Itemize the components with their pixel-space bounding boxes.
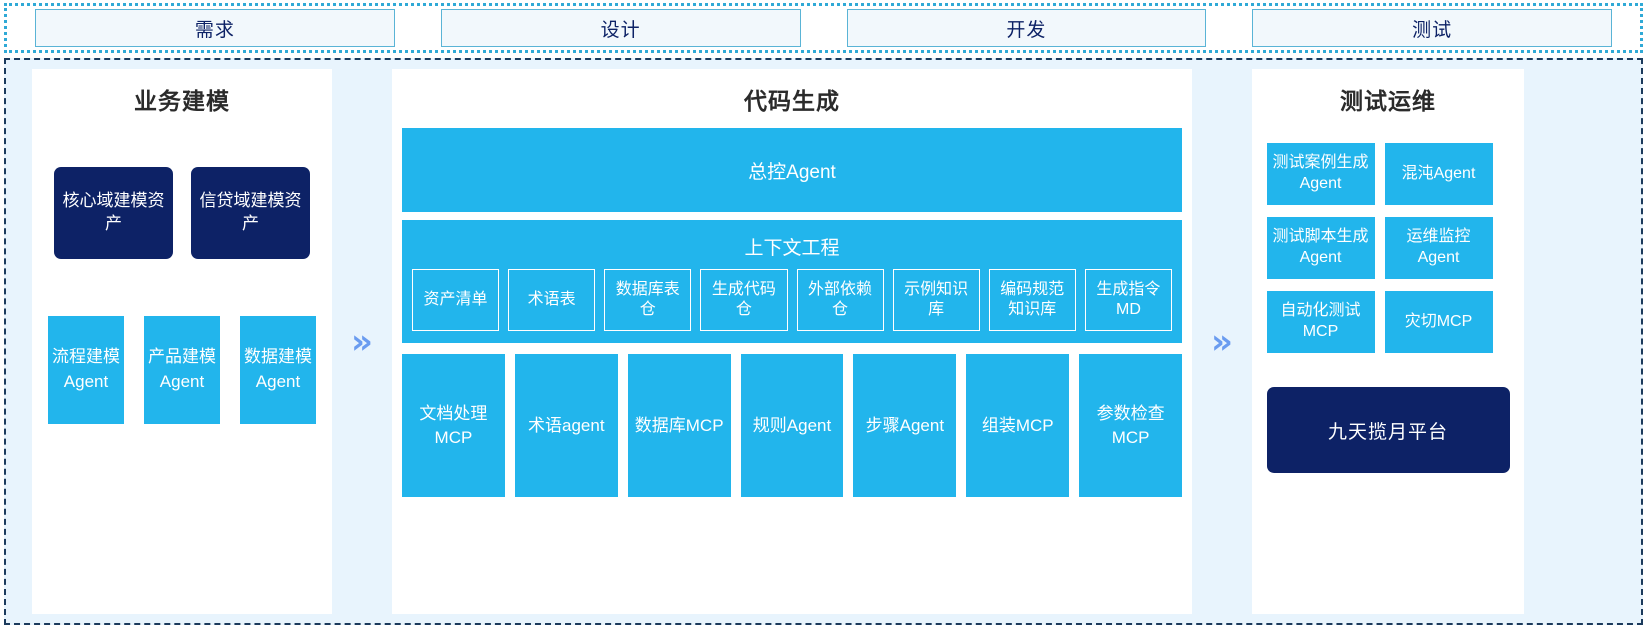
tool-row: 文档处理MCP 术语agent 数据库MCP 规则Agent 步骤Agent 组… <box>402 354 1183 497</box>
context-item-label: 生成代码仓 <box>711 281 776 318</box>
context-engineering-block: 上下文工程 资产清单 术语表 数据库表仓 生成代码仓 外部依赖仓 示例知识库 编… <box>402 220 1182 343</box>
context-item-coding-standard-knowledge-base[interactable]: 编码规范知识库 <box>988 269 1076 331</box>
platform-card-jiutian-lanyue[interactable]: 九天揽月平台 <box>1266 387 1510 473</box>
panel-code-generation: 代码生成 总控Agent 上下文工程 资产清单 术语表 数据库表仓 生成代码仓 … <box>392 69 1192 614</box>
test-operations-grid: 测试案例生成Agent 混沌Agent 测试脚本生成Agent 运维监控Agen… <box>1266 143 1510 353</box>
test-item-label: 灾切MCP <box>1404 312 1473 330</box>
test-item-label: 运维监控Agent <box>1406 228 1471 266</box>
test-item-label: 混沌Agent <box>1401 164 1476 182</box>
operations-monitoring-agent[interactable]: 运维监控Agent <box>1384 217 1493 279</box>
agent-data-modeling[interactable]: 数据建模Agent <box>240 316 316 424</box>
stage-label: 需求 <box>194 19 235 41</box>
master-agent-label: 总控Agent <box>748 161 836 183</box>
double-chevron-right-icon: » <box>1211 321 1233 362</box>
context-item-db-table-repo[interactable]: 数据库表仓 <box>604 269 692 331</box>
context-item-label: 生成指令MD <box>1096 281 1161 318</box>
context-item-label: 外部依赖仓 <box>808 281 873 318</box>
test-item-label: 测试案例生成Agent <box>1272 154 1369 192</box>
context-engineering-title: 上下文工程 <box>744 238 840 259</box>
stage-label: 设计 <box>600 19 641 41</box>
tool-label: 规则Agent <box>752 415 832 435</box>
code-generation-content: 总控Agent 上下文工程 资产清单 术语表 数据库表仓 生成代码仓 外部依赖仓… <box>402 128 1183 497</box>
context-item-label: 数据库表仓 <box>615 281 680 318</box>
agent-label: 流程建模Agent <box>52 347 120 391</box>
test-script-generation-agent[interactable]: 测试脚本生成Agent <box>1266 217 1375 279</box>
tool-database-mcp[interactable]: 数据库MCP <box>627 354 731 497</box>
context-item-label: 资产清单 <box>423 291 488 308</box>
context-item-label: 编码规范知识库 <box>1000 281 1065 318</box>
context-item-glossary[interactable]: 术语表 <box>508 269 596 331</box>
agent-label: 数据建模Agent <box>244 347 312 391</box>
context-item-label: 术语表 <box>527 291 576 308</box>
context-item-asset-list[interactable]: 资产清单 <box>412 269 500 331</box>
stage-box-requirements[interactable]: 需求 <box>35 9 395 47</box>
flow-arrow-left: » <box>332 69 392 614</box>
stage-box-testing[interactable]: 测试 <box>1252 9 1612 47</box>
stage-strip: 需求 设计 开发 测试 <box>4 3 1643 53</box>
tool-rule-agent[interactable]: 规则Agent <box>740 354 844 497</box>
panel-title-test-operations: 测试运维 <box>1340 88 1436 114</box>
business-asset-group: 核心域建模资产 信贷域建模资产 <box>54 167 310 259</box>
panel-business-modeling: 业务建模 核心域建模资产 信贷域建模资产 流程建模Agent 产品建模Agent… <box>32 69 332 614</box>
tool-parameter-check-mcp[interactable]: 参数检查MCP <box>1079 354 1183 497</box>
tool-label: 术语agent <box>528 415 605 435</box>
context-item-generated-code-repo[interactable]: 生成代码仓 <box>700 269 788 331</box>
context-item-row: 资产清单 术语表 数据库表仓 生成代码仓 外部依赖仓 示例知识库 编码规范知识库… <box>412 269 1172 331</box>
context-item-label: 示例知识库 <box>904 281 969 318</box>
panel-title-code-generation: 代码生成 <box>744 88 840 114</box>
test-case-generation-agent[interactable]: 测试案例生成Agent <box>1266 143 1375 205</box>
context-item-external-dependency-repo[interactable]: 外部依赖仓 <box>796 269 884 331</box>
tool-document-processing-mcp[interactable]: 文档处理MCP <box>402 354 505 497</box>
tool-label: 数据库MCP <box>634 415 724 435</box>
stage-box-development[interactable]: 开发 <box>846 9 1207 47</box>
test-item-label: 测试脚本生成Agent <box>1272 228 1369 266</box>
tool-label: 文档处理MCP <box>419 403 488 447</box>
context-item-generation-instruction-md[interactable]: 生成指令MD <box>1084 269 1172 331</box>
panel-test-operations: 测试运维 测试案例生成Agent 混沌Agent 测试脚本生成Agent 运维监… <box>1252 69 1524 614</box>
agent-process-modeling[interactable]: 流程建模Agent <box>48 316 124 424</box>
tool-glossary-agent[interactable]: 术语agent <box>514 354 618 497</box>
test-item-label: 自动化测试MCP <box>1280 302 1361 340</box>
asset-card-core-domain[interactable]: 核心域建模资产 <box>54 167 173 259</box>
disaster-switch-mcp[interactable]: 灾切MCP <box>1384 291 1493 353</box>
context-item-example-knowledge-base[interactable]: 示例知识库 <box>892 269 980 331</box>
master-agent-bar[interactable]: 总控Agent <box>402 128 1182 212</box>
stage-box-design[interactable]: 设计 <box>440 9 801 47</box>
chaos-agent[interactable]: 混沌Agent <box>1384 143 1493 205</box>
flow-arrow-right: » <box>1192 69 1252 614</box>
tool-label: 参数检查MCP <box>1096 403 1165 447</box>
tool-assembly-mcp[interactable]: 组装MCP <box>966 354 1070 497</box>
agent-label: 产品建模Agent <box>148 347 216 391</box>
tool-label: 组装MCP <box>981 415 1054 435</box>
double-chevron-right-icon: » <box>351 321 373 362</box>
agent-product-modeling[interactable]: 产品建模Agent <box>144 316 220 424</box>
platform-card-label: 九天揽月平台 <box>1327 421 1448 443</box>
asset-card-label: 核心域建模资产 <box>62 191 165 233</box>
business-agent-group: 流程建模Agent 产品建模Agent 数据建模Agent <box>48 316 316 424</box>
stage-label: 开发 <box>1006 19 1047 41</box>
asset-card-credit-domain[interactable]: 信贷域建模资产 <box>191 167 310 259</box>
tool-label: 步骤Agent <box>865 415 945 435</box>
automated-test-mcp[interactable]: 自动化测试MCP <box>1266 291 1375 353</box>
main-region: 业务建模 核心域建模资产 信贷域建模资产 流程建模Agent 产品建模Agent… <box>4 58 1643 625</box>
asset-card-label: 信贷域建模资产 <box>199 191 302 233</box>
panel-title-business-modeling: 业务建模 <box>134 88 230 114</box>
tool-step-agent[interactable]: 步骤Agent <box>853 354 957 497</box>
stage-label: 测试 <box>1412 19 1453 41</box>
